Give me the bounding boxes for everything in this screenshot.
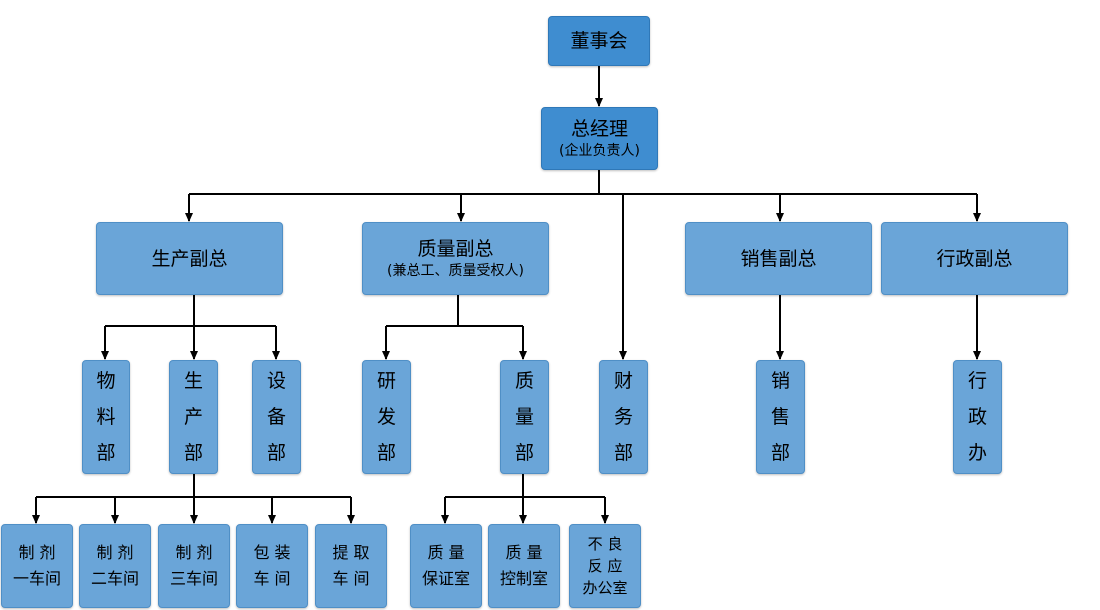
finance-dept-char: 部 xyxy=(613,442,633,464)
finance-dept-char: 财 xyxy=(613,370,633,392)
board-node: 董事会 xyxy=(548,16,650,66)
sales-dept-char: 售 xyxy=(770,406,790,428)
rnd-dept-char: 研 xyxy=(376,370,396,392)
admin-office-char: 办 xyxy=(967,442,987,464)
quality-dept-char: 量 xyxy=(514,406,534,428)
workshop-line: 一车间 xyxy=(12,569,61,588)
production-dept-char: 产 xyxy=(183,406,203,428)
admin-vp-node: 行政副总 xyxy=(881,222,1068,295)
production-dept-char: 生 xyxy=(183,370,203,392)
materials-dept-char: 料 xyxy=(96,406,116,428)
materials-dept-node: 物 料 部 xyxy=(82,360,130,474)
workshop-line: 制 剂 xyxy=(175,543,213,562)
equipment-dept-char: 备 xyxy=(266,406,286,428)
workshop-line: 二车间 xyxy=(90,569,139,588)
rnd-dept-char: 发 xyxy=(376,406,396,428)
equipment-dept-node: 设 备 部 xyxy=(252,360,301,474)
gm-note: (企业负责人) xyxy=(559,142,640,159)
quality-unit-line: 质 量 xyxy=(427,543,465,562)
qc-room-node: 质 量 控制室 xyxy=(488,524,560,608)
quality-vp-node: 质量副总 (兼总工、质量受权人) xyxy=(362,222,549,295)
finance-dept-char: 务 xyxy=(613,406,633,428)
workshop-2-node: 制 剂 二车间 xyxy=(79,524,151,608)
production-dept-char: 部 xyxy=(183,442,203,464)
quality-unit-line: 质 量 xyxy=(505,543,543,562)
qa-room-node: 质 量 保证室 xyxy=(410,524,482,608)
quality-unit-line: 控制室 xyxy=(499,569,548,588)
materials-dept-char: 物 xyxy=(96,370,116,392)
admin-office-node: 行 政 办 xyxy=(953,360,1002,474)
finance-dept-node: 财 务 部 xyxy=(599,360,648,474)
quality-unit-line: 办公室 xyxy=(582,579,628,597)
sales-vp-label: 销售副总 xyxy=(740,247,817,270)
admin-office-char: 政 xyxy=(967,406,987,428)
admin-office-char: 行 xyxy=(967,370,987,392)
quality-vp-title: 质量副总 xyxy=(417,237,494,260)
workshop-3-node: 制 剂 三车间 xyxy=(158,524,230,608)
equipment-dept-char: 设 xyxy=(266,370,286,392)
equipment-dept-char: 部 xyxy=(266,442,286,464)
production-vp-node: 生产副总 xyxy=(96,222,283,295)
production-dept-node: 生 产 部 xyxy=(169,360,218,474)
workshop-line: 三车间 xyxy=(169,569,218,588)
quality-dept-node: 质 量 部 xyxy=(500,360,549,474)
workshop-1-node: 制 剂 一车间 xyxy=(1,524,73,608)
quality-dept-char: 质 xyxy=(514,370,534,392)
rnd-dept-char: 部 xyxy=(376,442,396,464)
sales-dept-node: 销 售 部 xyxy=(756,360,805,474)
quality-unit-line: 不 良 xyxy=(587,535,623,553)
workshop-line: 制 剂 xyxy=(18,543,56,562)
workshop-line: 车 间 xyxy=(332,569,370,588)
materials-dept-char: 部 xyxy=(96,442,116,464)
workshop-line: 包 装 xyxy=(253,543,291,562)
production-vp-label: 生产副总 xyxy=(151,247,228,270)
sales-vp-node: 销售副总 xyxy=(685,222,872,295)
adr-office-node: 不 良 反 应 办公室 xyxy=(569,524,641,608)
workshop-4-node: 包 装 车 间 xyxy=(236,524,308,608)
gm-node: 总经理 (企业负责人) xyxy=(541,107,658,170)
sales-dept-char: 销 xyxy=(770,370,790,392)
workshop-line: 提 取 xyxy=(332,543,370,562)
board-label: 董事会 xyxy=(570,30,628,52)
workshop-line: 制 剂 xyxy=(96,543,134,562)
quality-vp-note: (兼总工、质量受权人) xyxy=(387,262,524,279)
quality-unit-line: 反 应 xyxy=(587,557,623,575)
gm-title: 总经理 xyxy=(570,117,628,140)
quality-unit-line: 保证室 xyxy=(421,569,470,588)
workshop-5-node: 提 取 车 间 xyxy=(315,524,387,608)
sales-dept-char: 部 xyxy=(770,442,790,464)
rnd-dept-node: 研 发 部 xyxy=(362,360,411,474)
workshop-line: 车 间 xyxy=(253,569,291,588)
admin-vp-label: 行政副总 xyxy=(936,247,1013,270)
quality-dept-char: 部 xyxy=(514,442,534,464)
